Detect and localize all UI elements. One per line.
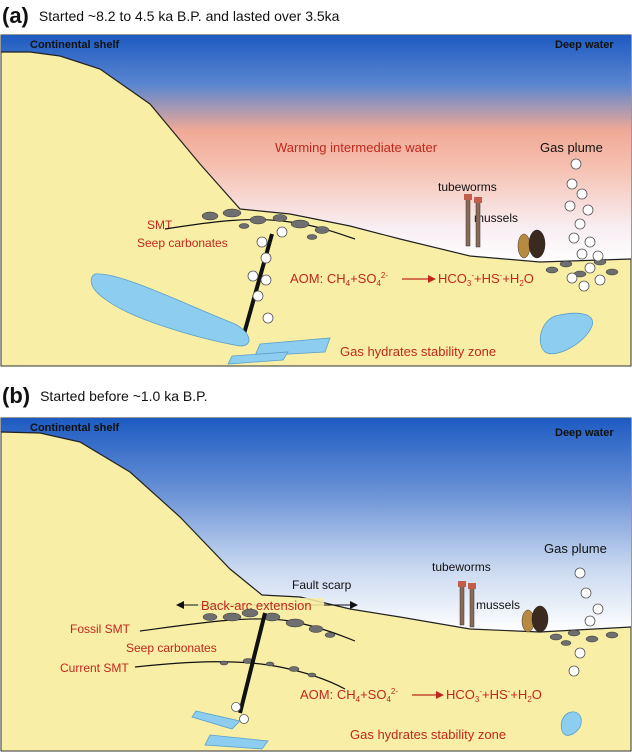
- panel-b-hydrate-lenses: [191, 710, 582, 750]
- panel-a-seep-carbonates-label: Seep carbonates: [137, 236, 228, 250]
- panel-a-continental-shelf-label: Continental shelf: [30, 39, 120, 51]
- panel-b-bubbles: [231, 702, 249, 724]
- panel-a-seep-carbonates: [201, 208, 619, 278]
- panel-a-gas-plume: [564, 158, 606, 292]
- panel-b-water-column: [1, 418, 631, 632]
- panel-b-aom-equation: AOM: CH4+SO42-: [300, 687, 398, 704]
- panel-a-letter: (a): [2, 3, 29, 28]
- panel-a-diagram: Continental shelf Deep water Warming int…: [0, 34, 632, 367]
- panel-a-gas-plume-label: Gas plume: [540, 140, 603, 155]
- panel-a-header: (a) Started ~8.2 to 4.5 ka B.P. and last…: [0, 0, 339, 32]
- panel-b-aom-arrowhead: [436, 691, 444, 699]
- panel-b-aom-products: HCO3-+HS-+H2O: [446, 687, 542, 704]
- panel-a-aom-products: HCO3-+HS-+H2O: [438, 271, 534, 288]
- panel-b-tubeworms-label: tubeworms: [432, 560, 491, 574]
- panel-b-hydrates-label: Gas hydrates stability zone: [350, 727, 506, 742]
- panel-b-current-smt-label: Current SMT: [60, 661, 129, 675]
- panel-a-mussels-label: mussels: [474, 211, 518, 225]
- panel-a-hydrates-label: Gas hydrates stability zone: [340, 344, 496, 359]
- panel-b-header: (b) Started before ~1.0 ka B.P.: [0, 380, 208, 412]
- panel-b-fault: [238, 612, 267, 714]
- panel-a-smt-label: SMT: [147, 218, 173, 232]
- panel-b-fault-scarp-label: Fault scarp: [292, 578, 352, 592]
- panel-a-smt-line: [164, 218, 356, 240]
- panel-b-seep-carbonates: [202, 608, 619, 678]
- panel-b-caption: Started before ~1.0 ka B.P.: [40, 388, 208, 404]
- panel-b-fossil-smt-label: Fossil SMT: [70, 622, 131, 636]
- panel-b-back-arc-label: Back-arc extension: [201, 598, 312, 613]
- panel-b-letter: (b): [2, 383, 31, 408]
- panel-b-fossil-smt-line: [139, 618, 356, 642]
- panel-a-mussels: [517, 229, 546, 259]
- panel-b-seep-carbonates-label: Seep carbonates: [126, 641, 217, 655]
- panel-a-bubbles: [247, 226, 288, 324]
- panel-a-aom-equation: AOM: CH4+SO42-: [290, 271, 388, 288]
- panel-b-back-arc-arrowhead-left: [176, 601, 184, 609]
- panel-b-continental-shelf-label: Continental shelf: [30, 422, 120, 434]
- panel-a-water-column: [1, 35, 631, 262]
- panel-b-back-arc-arrowhead-right: [350, 601, 358, 609]
- panel-a-water-mass-label: Warming intermediate water: [275, 140, 438, 155]
- panel-b-mussels: [521, 605, 549, 633]
- panel-a-tubeworms: [464, 194, 482, 248]
- panel-b-tubeworms: [458, 581, 476, 628]
- panel-b-seafloor: [0, 431, 632, 633]
- panel-a-caption: Started ~8.2 to 4.5 ka B.P. and lasted o…: [38, 8, 340, 24]
- panel-b-gas-plume-label: Gas plume: [544, 541, 607, 556]
- panel-a-aom-arrowhead: [428, 275, 436, 283]
- panel-b-gas-plume: [568, 567, 604, 677]
- panel-b-deep-water-label: Deep water: [555, 427, 614, 439]
- panel-b-back-arc-label-bg: [198, 598, 324, 612]
- panel-a-deep-water-label: Deep water: [555, 39, 614, 51]
- panel-a-fault: [242, 233, 274, 335]
- panel-b-mussels-label: mussels: [476, 598, 520, 612]
- panel-a-seafloor: [1, 51, 632, 263]
- panel-a-tubeworms-label: tubeworms: [438, 180, 497, 194]
- panel-a-hydrate-lenses: [90, 273, 593, 365]
- panel-b-diagram: Continental shelf Deep water Gas plume t…: [0, 417, 632, 752]
